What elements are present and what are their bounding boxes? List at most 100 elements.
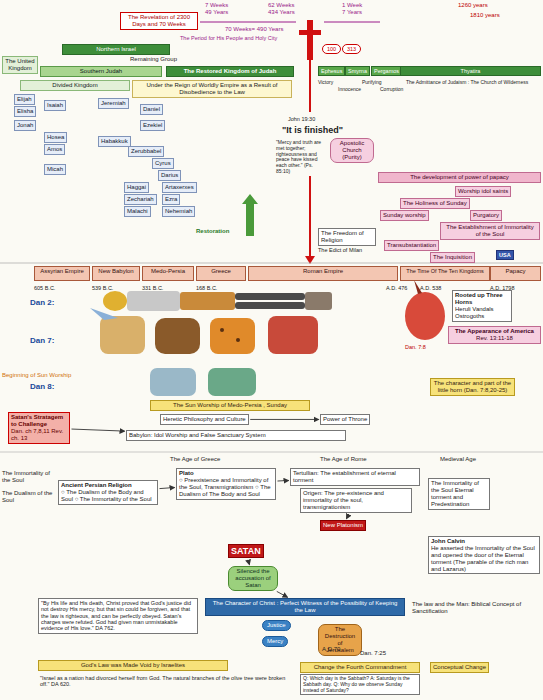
arrow-connector — [277, 480, 288, 482]
horn-beast — [405, 292, 445, 340]
attribute-circle: Mercy — [262, 636, 288, 647]
leopard-spot — [220, 328, 224, 332]
period-band: Divided Kingdom — [20, 80, 130, 91]
prophet-box: Cyrus — [152, 158, 174, 169]
node-text: Purgatory — [473, 212, 499, 219]
chart-label: A.D.70 — [322, 646, 340, 653]
chart-label: 331 B.C. — [142, 285, 163, 291]
satan-box: New Platonism — [320, 520, 366, 531]
node-body: Heruli Vandals Ostrogoths — [455, 306, 509, 320]
arrow-connector — [347, 514, 349, 519]
church-box: The Establishment of Immortality of the … — [440, 222, 540, 240]
node-text: 313 — [347, 46, 356, 52]
node-text: New Platonism — [323, 522, 363, 529]
period-band: The United Kingdom — [2, 56, 38, 74]
node-text: SATAN — [231, 546, 261, 556]
node-text: The Time Of The Ten Kingdoms — [403, 268, 487, 274]
chart-label: A.D. 538 — [420, 285, 441, 291]
node-text: The Establishment of Immortality of the … — [443, 224, 537, 238]
node-text: Divided Kingdom — [23, 82, 127, 89]
period-band: Northern Israel — [62, 44, 170, 55]
stratagem-box: Satan's Stratagem to ChallengeDan. ch 7,… — [8, 412, 70, 444]
node-text: Under the Reign of Worldly Empire as a R… — [135, 82, 289, 96]
period-band: The Restored Kingdom of Judah — [166, 66, 294, 77]
chart-label: Medieval Age — [440, 456, 476, 463]
node-text: The Sun Worship of Medo-Persia , Sunday — [153, 402, 307, 409]
node-text: Justice — [267, 622, 286, 629]
chart-label: John 19:30 — [288, 116, 315, 122]
empire-band: The Time Of The Ten Kingdoms — [400, 266, 490, 281]
node-text: Haggai — [127, 184, 146, 191]
chart-label: Dan 8: — [30, 382, 54, 391]
chart-label: The Immortality of the Soul — [2, 470, 54, 484]
node-text: Elisha — [17, 108, 33, 115]
arrow-connector — [277, 591, 288, 597]
prophet-box: Haggai — [124, 182, 149, 193]
ram-beast — [150, 368, 196, 396]
chart-label: Beginning of Sun Worship — [2, 372, 71, 379]
chart-label: The Age of Rome — [320, 456, 367, 463]
period-band: Thyatira — [400, 66, 541, 76]
year-circle: 100 — [322, 44, 341, 54]
prophet-box: Daniel — [140, 104, 163, 115]
prophet-box: Jeremiah — [98, 98, 129, 109]
chart-label: Dan 2: — [30, 298, 54, 307]
goat-beast — [208, 368, 256, 396]
church-box: Worship idol saints — [455, 186, 511, 197]
chart-label: 1260 years — [458, 2, 488, 9]
empire-band: Papacy — [490, 266, 541, 281]
christ-bar: The Character of Christ : Perfect Witnes… — [205, 598, 405, 616]
node-body: ○ The Dualism of the Body and Soul ○ The… — [61, 489, 155, 503]
node-text: Micah — [47, 166, 63, 173]
section-line — [0, 452, 543, 453]
chart-label: The Admittance of Judaism : The Church o… — [406, 80, 541, 86]
chart-label: Innocence — [338, 87, 361, 93]
empire-band: Roman Empire — [248, 266, 398, 281]
time-line — [309, 176, 311, 258]
arrow-connector — [248, 560, 249, 565]
text-box: Heretic Philosophy and Culture — [160, 414, 249, 425]
prophet-box: Amos — [44, 144, 65, 155]
node-text: USA — [499, 252, 511, 258]
chart-label: 168 B.C. — [196, 285, 217, 291]
node-text: "By His life and His death, Christ prove… — [41, 600, 195, 632]
nation-box: USA — [496, 250, 514, 260]
satan-box: SATAN — [228, 544, 264, 558]
node-text: The Freedom of Religion — [321, 230, 373, 244]
node-text: Jonah — [17, 122, 33, 129]
church-box: Transubstantiation — [384, 240, 439, 251]
empire-band: New Babylon — [92, 266, 140, 281]
text-box: The Freedom of Religion — [318, 228, 376, 246]
node-body: ○ Preexistence and Immortality of the So… — [179, 477, 273, 498]
church-box: The Inquisition — [430, 252, 475, 263]
node-text: The development of power of papacy — [381, 174, 538, 181]
node-text: Zechariah — [127, 196, 154, 203]
node-body: Rev. 13:11-18 — [451, 335, 538, 342]
period-band: Southern Judah — [40, 66, 162, 77]
prophet-box: Habakkuk — [98, 136, 131, 147]
node-text: 100 — [327, 46, 336, 52]
topic-bar: God's Law was Made Void by Israelites — [38, 660, 228, 671]
text-box: Babylon: Idol Worship and False Sanctuar… — [126, 430, 346, 441]
node-text: Assyrian Empire — [37, 268, 87, 275]
node-text: Worship idol saints — [458, 188, 508, 195]
node-text: Zerubbabel — [131, 148, 161, 155]
prophet-box: Micah — [44, 164, 66, 175]
quote-text: The law and the Man: Biblical Concept of… — [410, 600, 541, 616]
chart-label: 1 Week — [342, 2, 362, 9]
cross-symbol — [299, 30, 321, 35]
node-text: Conceptual Change — [433, 664, 486, 671]
node-text: Satan's Stratagem to Challenge — [11, 414, 67, 428]
node-text: Darius — [161, 172, 178, 179]
bear-beast — [155, 318, 200, 354]
note-band: Under the Reign of Worldly Empire as a R… — [132, 80, 292, 98]
node-text: New Babylon — [95, 268, 137, 275]
node-text: Southern Judah — [43, 68, 159, 75]
node-text: Ancient Persian Religion — [61, 482, 155, 489]
chart-label: Corruption — [380, 87, 403, 93]
text-box: Tertullian: The establishment of eternal… — [290, 468, 420, 486]
node-text: Transubstantiation — [387, 242, 436, 249]
leopard-beast — [210, 318, 255, 354]
node-text: Q: Which day is the Sabbath? A: Saturday… — [303, 676, 417, 693]
empire-band: Greece — [196, 266, 246, 281]
